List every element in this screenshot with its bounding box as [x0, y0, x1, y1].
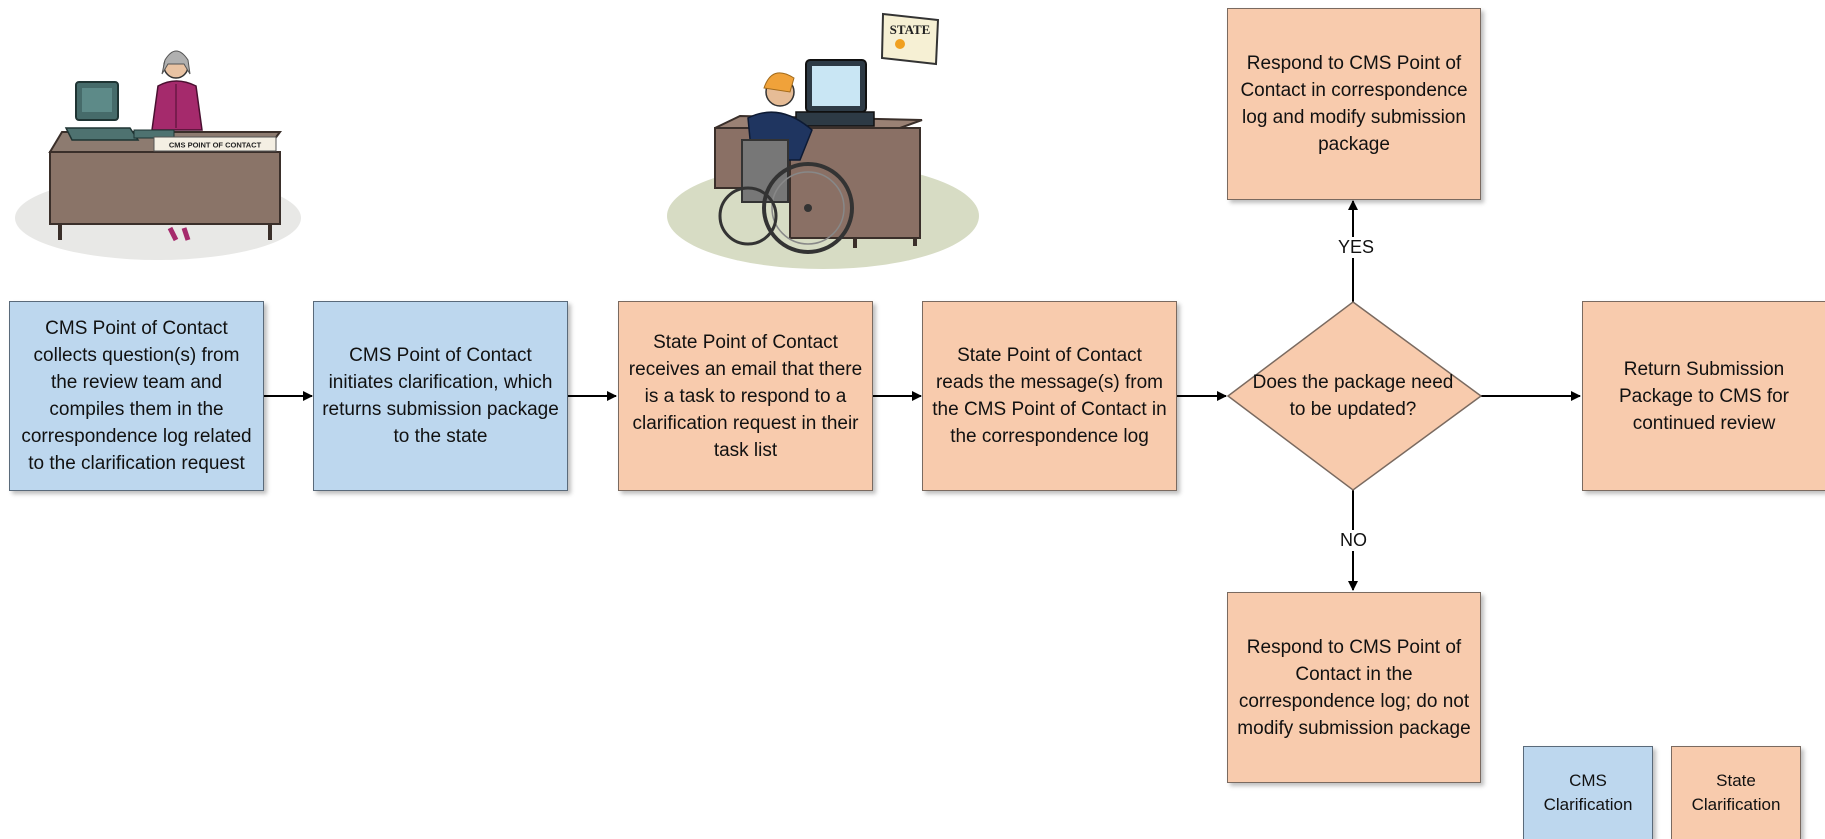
cms-point-of-contact-illustration: CMS POINT OF CONTACT	[15, 50, 301, 260]
desk-sign-label: CMS POINT OF CONTACT	[169, 141, 262, 150]
legend-state-label: State Clarification	[1691, 771, 1781, 814]
branch-label-no: NO	[1337, 530, 1370, 551]
legend-cms-label: CMS Clarification	[1543, 771, 1633, 814]
outcome-modify-package: Respond to CMS Point of Contact in corre…	[1227, 8, 1481, 200]
outcome-do-not-modify: Respond to CMS Point of Contact in the c…	[1227, 592, 1481, 783]
legend-state-clarification: State Clarification	[1671, 746, 1801, 839]
legend-cms-clarification: CMS Clarification	[1523, 746, 1653, 839]
step-collect-questions: CMS Point of Contact collects question(s…	[9, 301, 264, 491]
state-point-of-contact-illustration: STATE	[667, 12, 979, 269]
step-return-package: Return Submission Package to CMS for con…	[1582, 301, 1825, 491]
step-receive-email: State Point of Contact receives an email…	[618, 301, 873, 491]
state-sign-label: STATE	[890, 22, 931, 37]
decision-question: Does the package need to be updated?	[1252, 372, 1454, 420]
step-read-messages: State Point of Contact reads the message…	[922, 301, 1177, 491]
decision-diamond	[1226, 301, 1483, 491]
step-initiate-clarification: CMS Point of Contact initiates clarifica…	[313, 301, 568, 491]
branch-label-yes: YES	[1335, 237, 1378, 258]
